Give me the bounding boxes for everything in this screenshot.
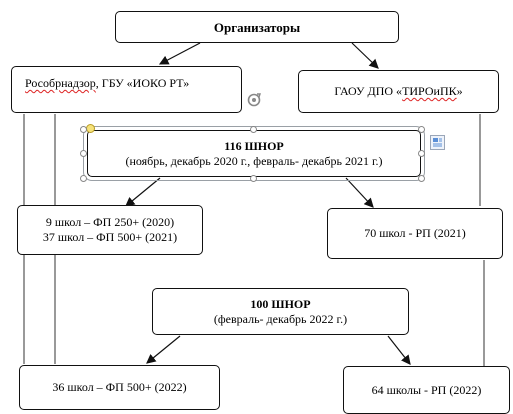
organizers-box: Организаторы	[115, 11, 399, 43]
tiro-box: ГАОУ ДПО «ТИРОиПК»	[298, 70, 499, 113]
selection-handle-ml[interactable]	[80, 150, 87, 157]
selection-handle-br[interactable]	[418, 175, 425, 182]
left1-box: 9 школ – ФП 250+ (2020) 37 школ – ФП 500…	[17, 205, 203, 255]
rosobr-label: Рособрнадзор, ГБУ «ИОКО РТ»	[25, 76, 189, 91]
arrow-wave1-to-right1	[345, 177, 374, 208]
selection-handle-bm[interactable]	[250, 175, 257, 182]
organizers-title: Организаторы	[213, 19, 301, 35]
wave2-box: 100 ШНОР (февраль- декабрь 2022 г.)	[152, 288, 409, 335]
layout-options-icon[interactable]	[430, 135, 445, 150]
right2-label: 64 школы - РП (2022)	[371, 382, 482, 397]
arrow-wave2-to-right2	[387, 335, 411, 365]
wave1-box[interactable]: 116 ШНОР (ноябрь, декабрь 2020 г., февра…	[83, 126, 425, 181]
wave2-subtitle: (февраль- декабрь 2022 г.)	[213, 311, 348, 326]
left2-box: 36 школ – ФП 500+ (2022)	[19, 365, 220, 410]
tiro-label: ГАОУ ДПО «ТИРОиПК»	[334, 84, 462, 99]
arrow-wave1-to-left1	[125, 177, 161, 207]
rosobr-label-b: , ГБУ «ИОКО РТ»	[95, 76, 190, 90]
selection-handle-tl[interactable]	[80, 126, 87, 133]
right1-box: 70 школ - РП (2021)	[327, 208, 503, 259]
arrow-wave2-to-left2	[146, 335, 181, 364]
selection-handle-tr[interactable]	[418, 126, 425, 133]
tiro-label-c: »	[456, 84, 463, 98]
left1-line2: 37 школ – ФП 500+ (2021)	[42, 230, 178, 244]
left1-line1: 9 школ – ФП 250+ (2020)	[45, 215, 175, 229]
rosobr-box: Рособрнадзор, ГБУ «ИОКО РТ»	[11, 66, 242, 113]
selection-handle-tm[interactable]	[250, 126, 257, 133]
selection-handle-adjust[interactable]	[86, 124, 95, 133]
tiro-label-a: ГАОУ ДПО «	[334, 84, 403, 98]
tiro-label-b: ТИРОиПК	[402, 84, 457, 98]
wave1-title: 116 ШНОР	[224, 138, 284, 153]
arrow-organizers-to-tiro	[351, 42, 379, 69]
left2-label: 36 школ – ФП 500+ (2022)	[52, 380, 187, 394]
right1-label: 70 школ - РП (2021)	[364, 226, 466, 240]
right2-box: 64 школы - РП (2022)	[343, 366, 510, 414]
wave1-subtitle: (ноябрь, декабрь 2020 г., февраль- декаб…	[125, 153, 383, 168]
arrow-organizers-to-rosobr	[158, 42, 201, 65]
selection-handle-bl[interactable]	[80, 175, 87, 182]
wave2-title: 100 ШНОР	[250, 296, 311, 311]
selection-handle-mr[interactable]	[418, 150, 425, 157]
rotate-handle-icon[interactable]	[246, 92, 262, 108]
rosobr-label-a: Рособрнадзор	[25, 76, 96, 90]
